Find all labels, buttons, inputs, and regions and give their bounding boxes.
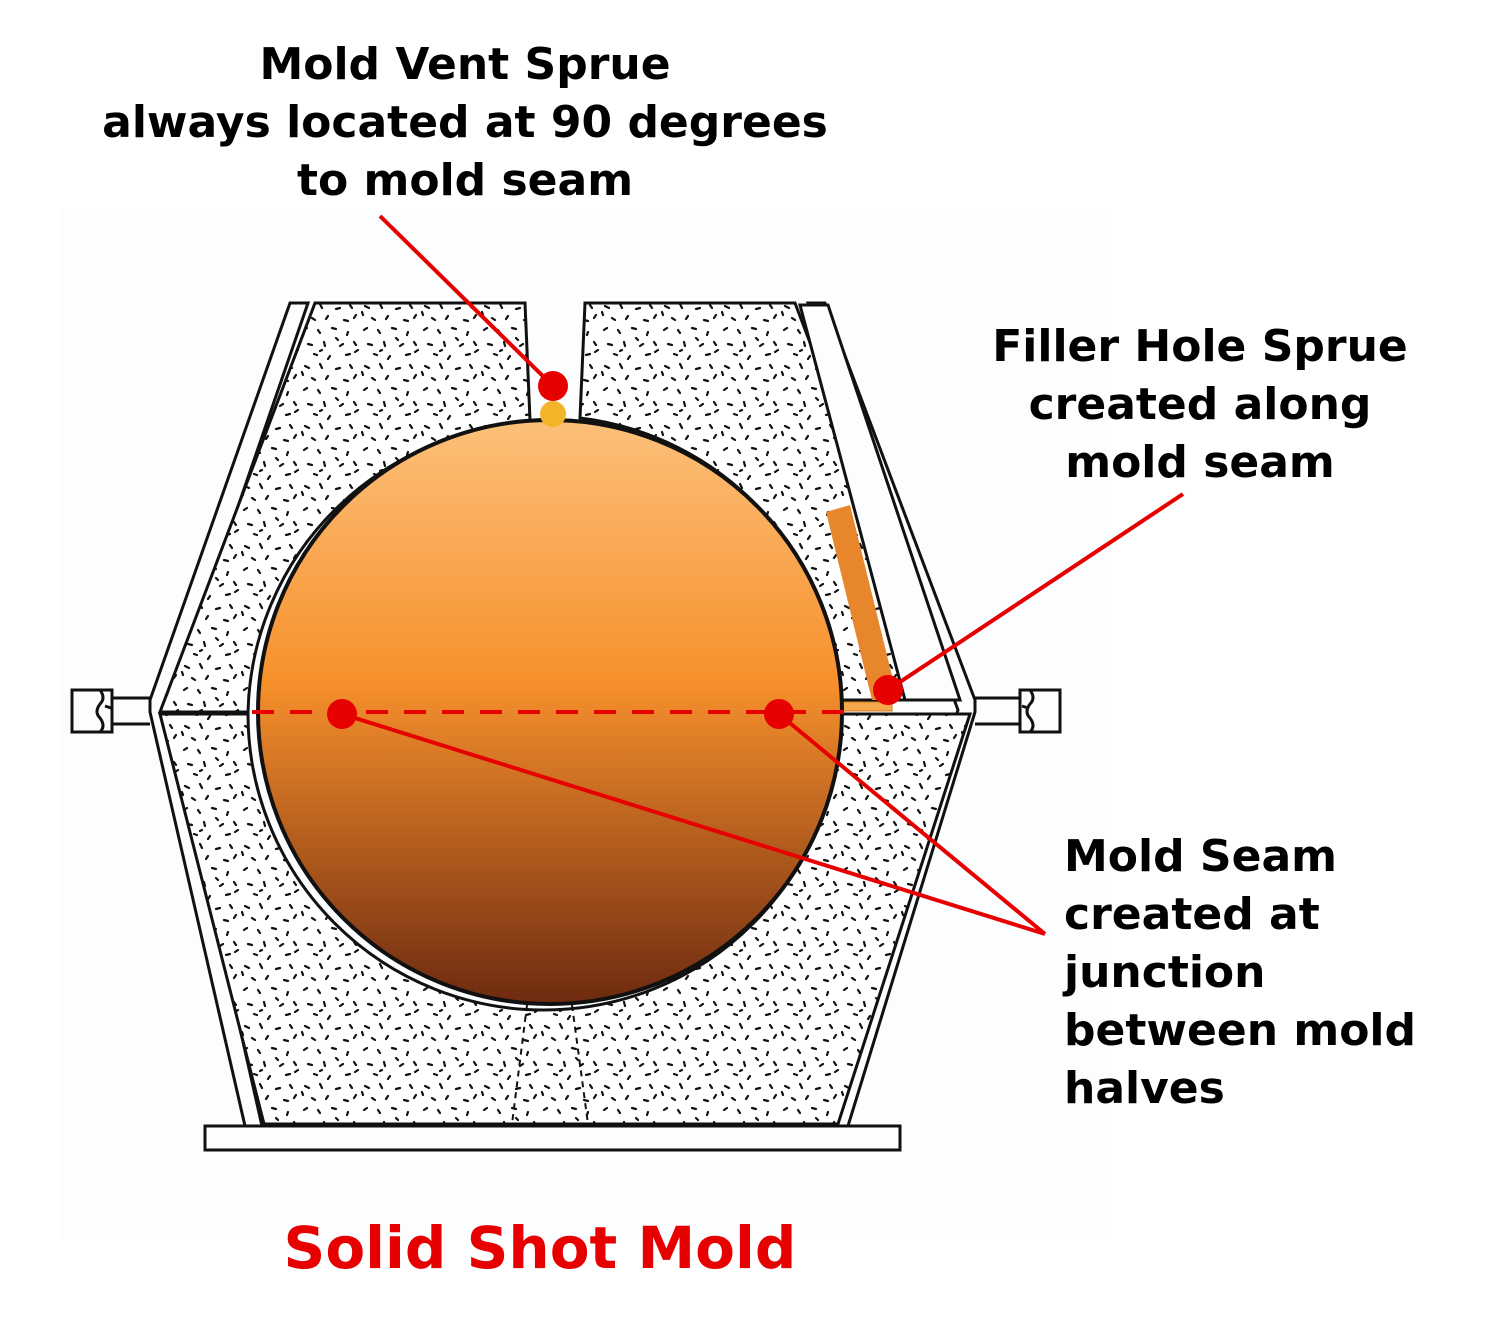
filler-label-line-1: Filler Hole Sprue [992, 321, 1408, 372]
filler-sprue-metal [826, 505, 898, 700]
right-clamp [975, 688, 1062, 734]
filler-label-line-3: mold seam [1065, 437, 1335, 488]
vent-sprue-label: Mold Vent Sprue always located at 90 deg… [60, 36, 870, 210]
diagram-title: Solid Shot Mold [283, 1214, 797, 1282]
left-clamp [70, 688, 150, 734]
filler-callout-dot [873, 675, 903, 705]
vent-label-line-1: Mold Vent Sprue [259, 39, 671, 90]
seam-label-line-2: created at [1064, 889, 1320, 940]
bottom-channel [511, 1004, 589, 1125]
seam-label-line-5: halves [1064, 1063, 1225, 1114]
seam-label-line-4: between mold [1064, 1005, 1416, 1056]
mold-base-plate [203, 1124, 902, 1152]
seam-callout-dot-left [327, 699, 357, 729]
mold-casing-left [148, 301, 311, 1128]
callout-lines [341, 214, 1185, 936]
vent-callout-dot [538, 371, 568, 401]
vent-label-line-3: to mold seam [296, 155, 634, 206]
filler-label-line-2: created along [1028, 379, 1372, 430]
filler-sprue-label: Filler Hole Sprue created along mold sea… [960, 318, 1440, 492]
seam-label-line-3: junction [1064, 947, 1266, 998]
seam-callout-dot-right [764, 699, 794, 729]
vent-label-line-2: always located at 90 degrees [102, 97, 828, 148]
vent-sprue-dot [540, 401, 566, 427]
seam-label-line-1: Mold Seam [1064, 831, 1337, 882]
mold-seam-label: Mold Seam created at junction between mo… [1064, 828, 1416, 1118]
filler-sprue-channel [798, 303, 963, 702]
